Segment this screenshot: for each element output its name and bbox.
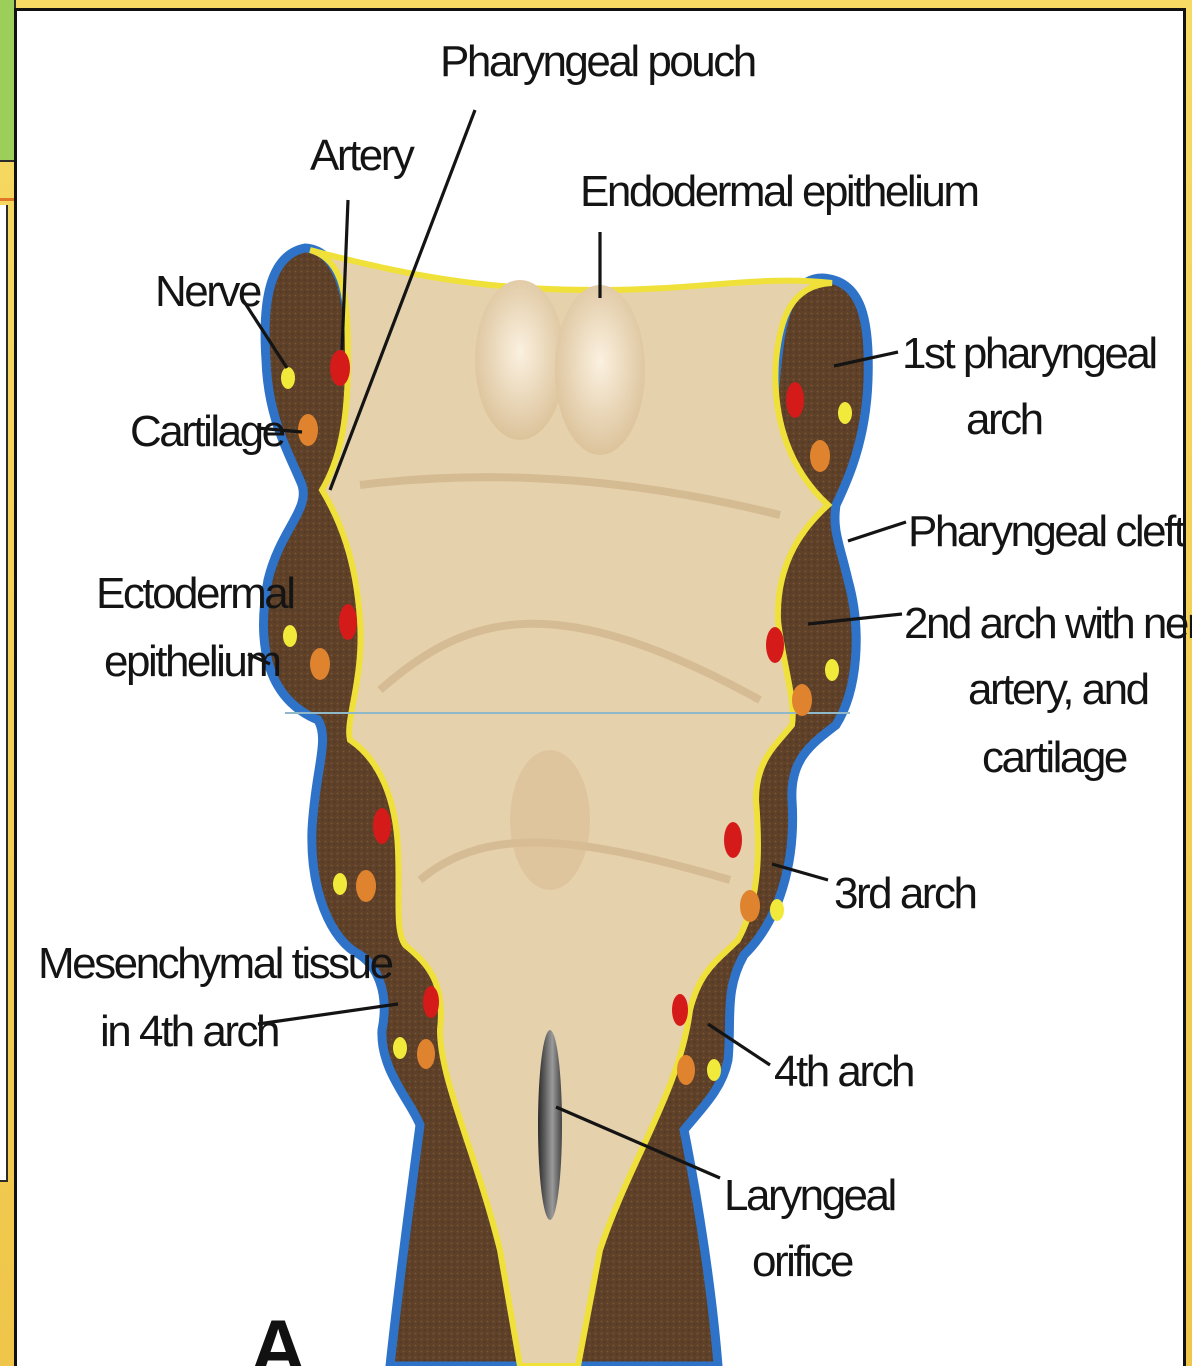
leader-mesenchymal (258, 1004, 398, 1024)
label-second-arch-line3: cartilage (982, 733, 1127, 782)
label-laryngeal-line2: orifice (752, 1237, 853, 1286)
label-mesenchymal-line2: in 4th arch (100, 1007, 278, 1056)
label-pharyngeal-cleft: Pharyngeal cleft (908, 507, 1186, 556)
nerve-left-2 (283, 625, 297, 647)
cartilage-left-2 (310, 648, 330, 680)
nerve-left-3 (333, 873, 347, 895)
label-endodermal-epithelium: Endodermal epithelium (580, 167, 978, 216)
bulge-right-top (555, 285, 645, 455)
label-ectodermal-line2: epithelium (104, 637, 280, 686)
nerve-left-4 (393, 1037, 407, 1059)
label-laryngeal-line1: Laryngeal (724, 1171, 895, 1220)
artery-left-1 (330, 350, 350, 386)
label-ectodermal-line1: Ectodermal (96, 569, 294, 618)
laryngeal-orifice-shape (538, 1030, 562, 1220)
midline-swelling (510, 750, 590, 890)
cartilage-right-3 (740, 890, 760, 922)
cartilage-left-1 (298, 414, 318, 446)
artery-right-4 (672, 994, 688, 1026)
nerve-right-2 (825, 659, 839, 681)
cartilage-left-3 (356, 870, 376, 902)
bulge-left-top (475, 280, 565, 440)
artery-left-3 (373, 808, 391, 844)
leader-pharyngeal-cleft (848, 522, 906, 541)
label-nerve: Nerve (155, 267, 261, 316)
label-artery: Artery (310, 131, 415, 180)
nerve-left-1 (281, 367, 295, 389)
cartilage-right-4 (677, 1055, 695, 1085)
label-fourth-arch: 4th arch (774, 1047, 913, 1096)
label-first-arch-line1: 1st pharyngeal (902, 329, 1156, 378)
label-pharyngeal-pouch: Pharyngeal pouch (440, 37, 755, 86)
label-cartilage: Cartilage (130, 407, 285, 456)
artery-right-2 (766, 627, 784, 663)
label-first-arch-line2: arch (966, 395, 1042, 444)
panel-letter: A (250, 1303, 306, 1366)
artery-right-3 (724, 822, 742, 858)
artery-right-1 (786, 382, 804, 418)
nerve-right-1 (838, 402, 852, 424)
cartilage-right-1 (810, 440, 830, 472)
label-second-arch-line2: artery, and (968, 665, 1148, 714)
artery-left-4 (423, 986, 439, 1018)
nerve-right-3 (770, 899, 784, 921)
label-third-arch: 3rd arch (834, 869, 975, 918)
cartilage-left-4 (417, 1039, 435, 1069)
nerve-right-4 (707, 1059, 721, 1081)
artery-left-2 (339, 604, 357, 640)
cartilage-right-2 (792, 684, 812, 716)
label-mesenchymal-line1: Mesenchymal tissue (38, 939, 393, 988)
label-second-arch-line1: 2nd arch with nerve, (904, 599, 1192, 648)
